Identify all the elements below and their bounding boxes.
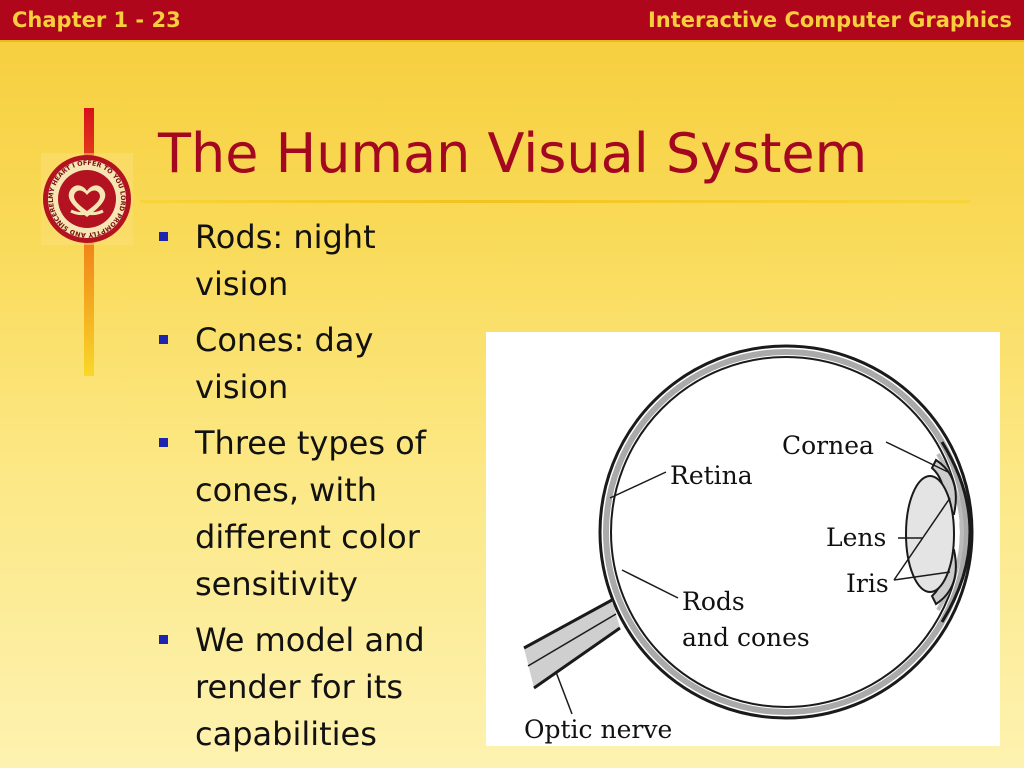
bullet-item: We model and render for its capabilities <box>155 617 465 758</box>
iris-leader <box>893 571 951 581</box>
label-iris: Iris <box>846 569 889 598</box>
heart-hand-seal-icon: MY HEART I OFFER TO YOU LORD PROMPTLY AN… <box>38 147 133 245</box>
square-bullet-icon <box>159 438 168 447</box>
seal-graphic: MY HEART I OFFER TO YOU LORD PROMPTLY AN… <box>38 147 133 245</box>
bullet-item: Three types of cones, with different col… <box>155 420 465 608</box>
label-lens: Lens <box>826 523 886 552</box>
bullet-list: Rods: night vision Cones: day vision Thr… <box>155 214 465 767</box>
square-bullet-icon <box>159 232 168 241</box>
bullet-text: Rods: night vision <box>195 218 376 303</box>
optic-nerve-edge <box>533 626 621 690</box>
optic-nerve-leader <box>555 671 573 715</box>
bullet-item: Cones: day vision <box>155 317 465 411</box>
rods-leader <box>621 569 679 599</box>
optic-nerve-fill <box>524 600 620 688</box>
bullet-text: Cones: day vision <box>195 321 374 406</box>
retina-layer <box>603 349 969 715</box>
slide-title: The Human Visual System <box>158 122 868 185</box>
optic-nerve-edge <box>523 598 613 650</box>
eye-diagram-graphic: Cornea Retina Lens Iris Rods and cones O… <box>523 344 974 744</box>
course-title: Interactive Computer Graphics <box>647 8 1012 32</box>
label-cornea: Cornea <box>782 431 874 460</box>
bullet-item: Rods: night vision <box>155 214 465 308</box>
label-and-cones: and cones <box>682 623 810 652</box>
label-rods: Rods <box>682 587 745 616</box>
header-bar: Chapter 1 - 23 Interactive Computer Grap… <box>0 0 1024 42</box>
label-retina: Retina <box>670 461 753 490</box>
bullet-text: We model and render for its capabilities <box>195 621 425 753</box>
lens-shape <box>905 475 955 593</box>
square-bullet-icon <box>159 635 168 644</box>
optic-nerve-center <box>527 613 617 667</box>
eye-diagram: Cornea Retina Lens Iris Rods and cones O… <box>486 332 1000 746</box>
chapter-label: Chapter 1 - 23 <box>12 8 181 32</box>
square-bullet-icon <box>159 335 168 344</box>
title-underline <box>140 200 970 203</box>
iris-leader <box>893 497 951 581</box>
label-optic-nerve: Optic nerve <box>524 715 672 744</box>
cornea-leader <box>885 441 949 473</box>
cornea-shape <box>940 441 972 623</box>
retina-leader <box>609 471 667 499</box>
bullet-text: Three types of cones, with different col… <box>195 424 426 603</box>
